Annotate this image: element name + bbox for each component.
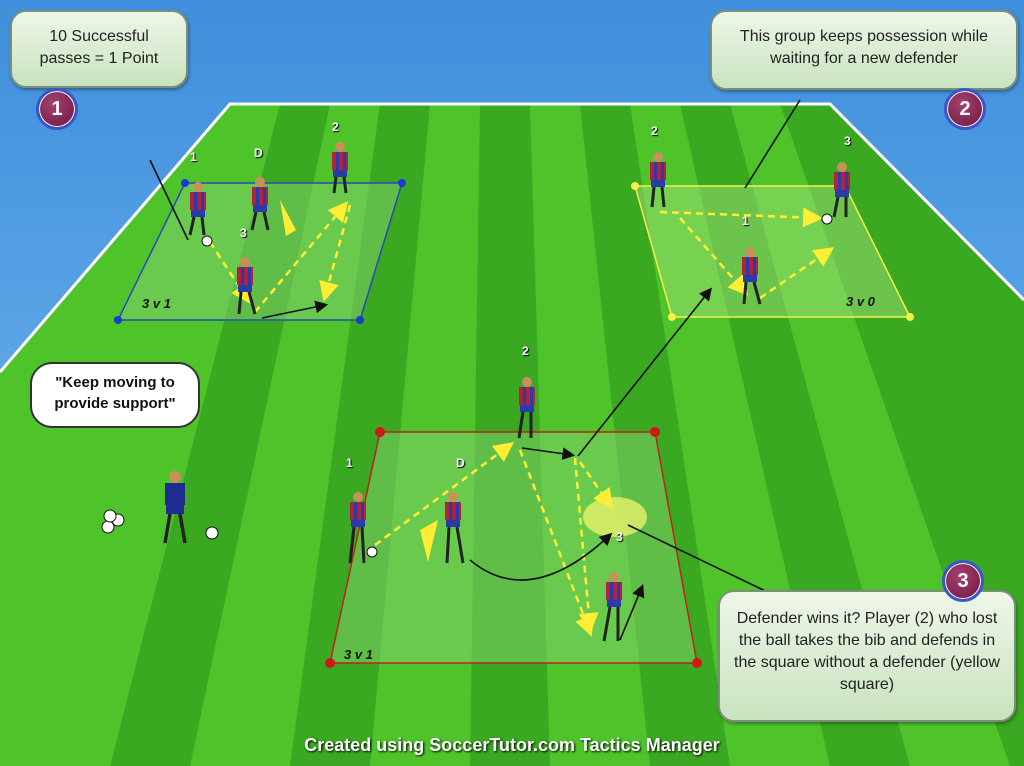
- square-label-top-left: 3 v 1: [142, 296, 171, 311]
- movement-arrows: [149, 99, 801, 641]
- player-label: 1: [742, 214, 749, 228]
- player-label: 2: [651, 124, 658, 138]
- player-label: 1: [346, 456, 353, 470]
- player-label: D: [254, 146, 263, 160]
- footer-credit: Created using SoccerTutor.com Tactics Ma…: [304, 735, 720, 755]
- callout-defender-rule: Defender wins it? Player (2) who lost th…: [718, 590, 1016, 722]
- step-badge-2: 2: [944, 88, 986, 130]
- balls: [101, 213, 833, 558]
- player-label: 3: [844, 134, 851, 148]
- player-label: 2: [332, 120, 339, 134]
- mannequin-icon: [280, 200, 296, 236]
- player-label: 1: [190, 150, 197, 164]
- step-badge-3: 3: [942, 560, 984, 602]
- square-label-top-right: 3 v 0: [846, 294, 875, 309]
- player-label: D: [456, 456, 465, 470]
- callout-possession: This group keeps possession while waitin…: [710, 10, 1018, 90]
- player-label: 2: [522, 344, 529, 358]
- square-bottom: [325, 427, 702, 668]
- players: [163, 142, 850, 642]
- square-label-bottom: 3 v 1: [344, 647, 373, 662]
- pass-arrows: [208, 201, 835, 637]
- step-badge-1: 1: [36, 88, 78, 130]
- player-label: 3: [240, 226, 247, 240]
- player-label: 3: [616, 530, 623, 544]
- mannequin-icon: [420, 520, 438, 562]
- coach-speech-bubble: "Keep moving to provide support": [30, 362, 200, 428]
- callout-points: 10 Successful passes = 1 Point: [10, 10, 188, 88]
